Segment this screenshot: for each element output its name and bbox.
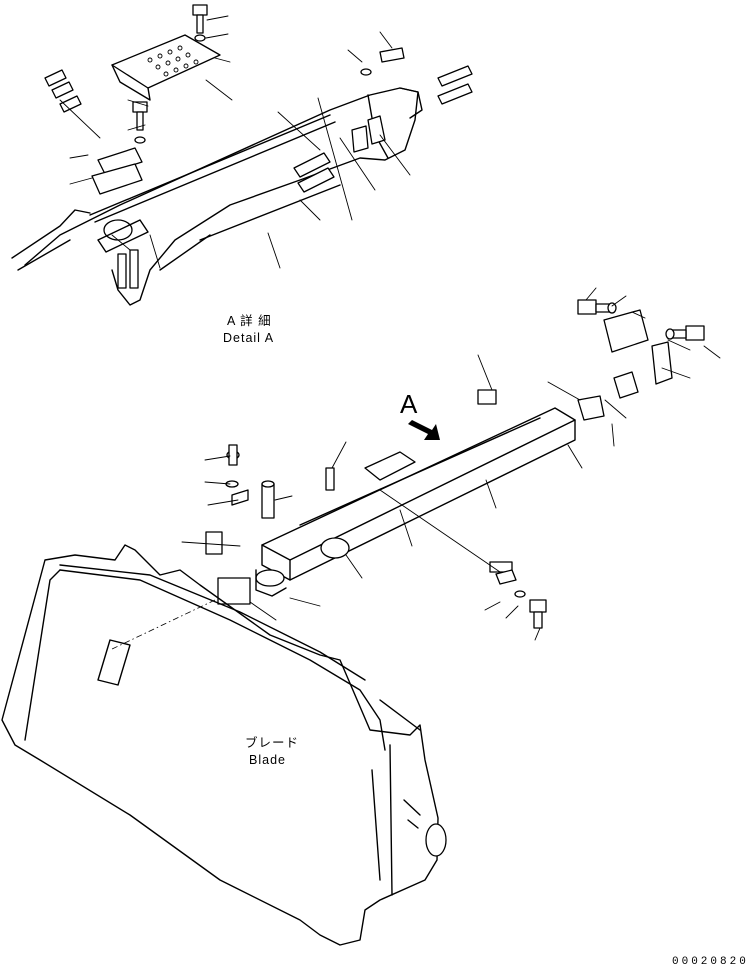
drawing-code: 00020820 — [672, 956, 749, 968]
detail-label-jp: A 詳 細 — [227, 313, 272, 328]
center-line — [109, 599, 216, 651]
detail-a-leaders — [59, 15, 411, 269]
view-marker: A — [400, 389, 418, 419]
blade-label-en: Blade — [249, 753, 286, 767]
blade — [1, 544, 447, 946]
main-leaders — [181, 287, 721, 641]
view-direction-arrow-icon — [408, 420, 440, 440]
push-arm — [205, 299, 705, 629]
blade-label-jp: ブレード — [245, 735, 299, 750]
detail-a-drawing — [11, 4, 473, 306]
step-plate-holes — [147, 45, 199, 77]
detail-label-en: Detail A — [223, 331, 274, 345]
